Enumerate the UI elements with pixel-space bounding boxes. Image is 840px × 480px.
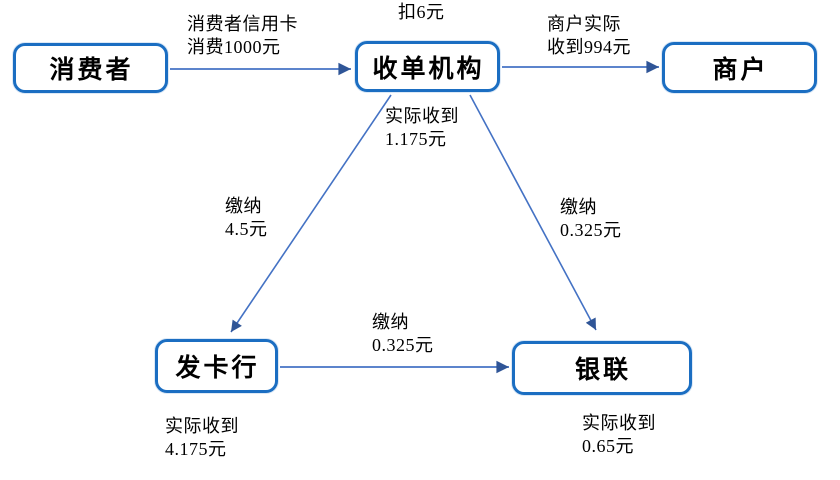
edge-label-acquirer-to-issuer: 缴纳 4.5元 bbox=[225, 196, 268, 239]
annotation-unionpay-net: 实际收到 0.65元 bbox=[582, 413, 656, 456]
edge-label-consumer-to-acquirer: 消费者信用卡 消费1000元 bbox=[187, 14, 298, 57]
node-acquirer-label: 收单机构 bbox=[372, 55, 485, 83]
arrow-acquirer-to-unionpay bbox=[469, 94, 597, 331]
node-unionpay-label: 银联 bbox=[574, 357, 631, 384]
node-consumer: 消费者 bbox=[13, 43, 168, 93]
node-merchant: 商户 bbox=[662, 42, 817, 93]
edge-label-issuer-to-unionpay: 缴纳 0.325元 bbox=[372, 312, 434, 355]
annotation-issuer-net: 实际收到 4.175元 bbox=[165, 416, 239, 459]
node-unionpay: 银联 bbox=[512, 341, 692, 395]
node-merchant-label: 商户 bbox=[712, 56, 769, 84]
node-consumer-label: 消费者 bbox=[49, 57, 134, 84]
edge-label-acquirer-to-merchant: 商户实际 收到994元 bbox=[547, 14, 631, 57]
edge-label-acquirer-to-unionpay: 缴纳 0.325元 bbox=[560, 197, 622, 240]
node-acquirer: 收单机构 bbox=[355, 41, 500, 92]
annotation-acquirer-net: 实际收到 1.175元 bbox=[385, 106, 459, 149]
annotation-acquirer-fee: 扣6元 bbox=[398, 2, 445, 22]
node-issuer-label: 发卡行 bbox=[175, 355, 260, 382]
arrow-acquirer-to-issuer bbox=[230, 94, 392, 333]
node-issuer: 发卡行 bbox=[155, 339, 278, 393]
